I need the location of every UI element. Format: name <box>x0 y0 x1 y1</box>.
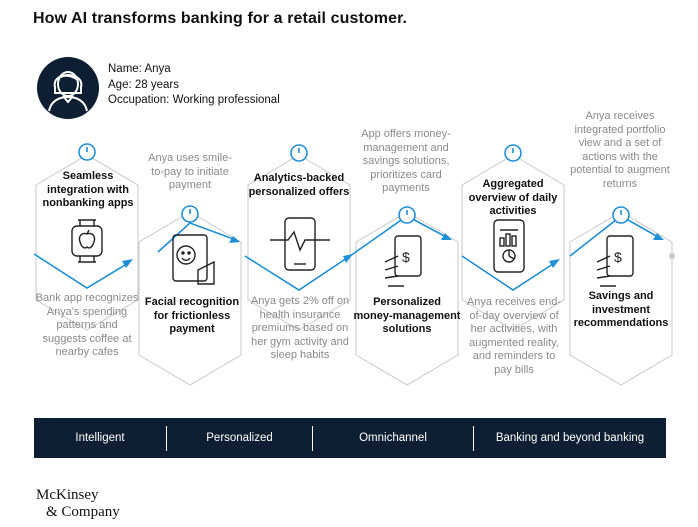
smartwatch-icon <box>71 219 103 263</box>
arrow-4 <box>441 233 452 240</box>
pillar-bar: Intelligent Personalized Omnichannel Ban… <box>34 418 666 458</box>
arrow-6 <box>653 233 664 240</box>
hexagon-2 <box>138 211 242 386</box>
step-label-spending-patterns: Bank app recognizes Anya's spending patt… <box>35 292 139 358</box>
journey-line <box>33 254 672 290</box>
pillar-omnichannel: Omnichannel <box>359 432 427 444</box>
arrow-5 <box>549 259 560 268</box>
step-label-personalized-money-management: Personalized money-management solutions <box>353 296 461 335</box>
svg-text:$: $ <box>402 249 410 265</box>
arrow-2 <box>229 236 240 243</box>
step-label-insurance-discount: Anya gets 2% off on health insurance pre… <box>250 295 350 361</box>
step-label-portfolio-view: Anya receives integrated portfolio view … <box>570 110 670 190</box>
persona-occupation: Occupation: Working professional <box>108 94 280 106</box>
hexagon-5 <box>461 154 565 331</box>
pillar-divider <box>473 426 474 451</box>
persona-details: Name: Anya Age: 28 years Occupation: Wor… <box>108 62 280 109</box>
mckinsey-logo: McKinsey & Company <box>36 487 120 520</box>
pillar-divider <box>312 426 313 451</box>
pillar-personalized: Personalized <box>206 432 273 444</box>
money-hand-icon: $ <box>384 235 422 287</box>
hexagon-4 <box>355 211 459 386</box>
step-label-aggregated-overview: Aggregated overview of daily activities <box>468 178 558 217</box>
svg-text:$: $ <box>614 249 622 265</box>
hexagon-3 <box>247 154 351 331</box>
step-label-savings-investment: Savings and investment recommendations <box>573 290 669 329</box>
step-label-seamless-integration: Seamless integration with nonbanking app… <box>42 170 134 209</box>
hexagon-1 <box>35 154 139 331</box>
analytics-phone-icon <box>270 217 330 271</box>
pillar-divider <box>166 426 167 451</box>
hexagon-6 <box>569 211 673 386</box>
persona-name: Name: Anya <box>108 63 171 75</box>
page-title: How AI transforms banking for a retail c… <box>33 10 408 27</box>
step-label-smile-to-pay: Anya uses smile-to-pay to initiate payme… <box>148 152 232 191</box>
facial-recognition-icon <box>172 234 215 285</box>
investment-hand-icon: $ <box>596 235 634 287</box>
pillar-intelligent: Intelligent <box>75 432 125 444</box>
step-label-facial-recognition: Facial recognition for frictionless paym… <box>144 296 240 335</box>
arrow-1 <box>122 259 133 268</box>
dashboard-phone-icon <box>493 219 525 273</box>
persona-avatar-icon <box>37 57 99 119</box>
arrow-3 <box>343 254 353 263</box>
step-label-end-of-day: Anya receives end-of-day overview of her… <box>466 296 562 376</box>
step-label-money-management-offer: App offers money-management and savings … <box>361 128 451 194</box>
persona-age: Age: 28 years <box>108 78 179 91</box>
end-dot <box>669 253 675 259</box>
pillar-banking-beyond: Banking and beyond banking <box>495 432 645 444</box>
step-label-analytics-offers: Analytics-backed personalized offers <box>248 172 350 198</box>
